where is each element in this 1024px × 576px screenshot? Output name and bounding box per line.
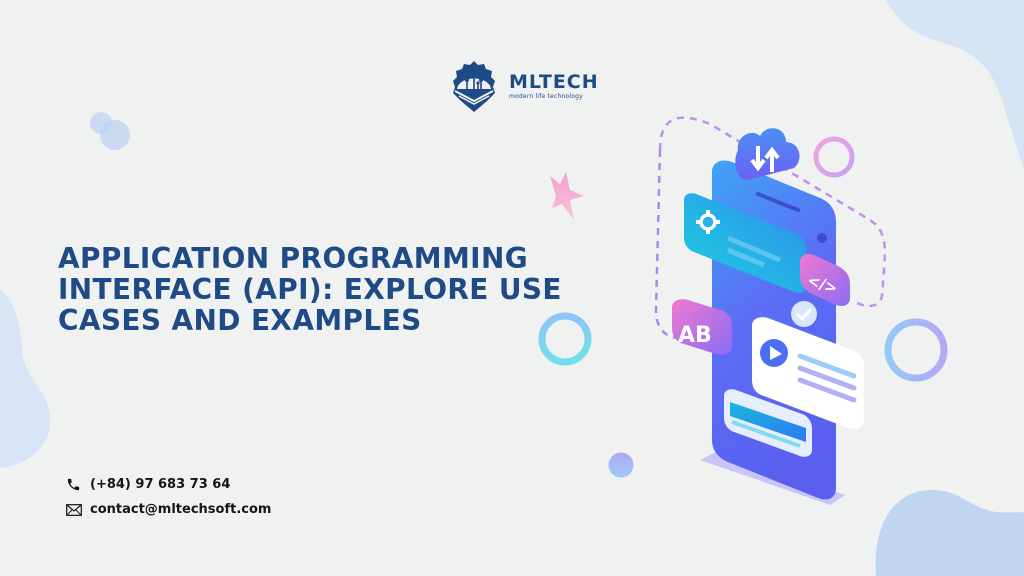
- email-address: contact@mltechsoft.com: [90, 502, 272, 517]
- logo-emblem-icon: [453, 61, 495, 112]
- title-line-1: APPLICATION PROGRAMMING: [58, 242, 529, 275]
- svg-text:AB: AB: [678, 323, 712, 348]
- dot-decoration: [608, 452, 634, 478]
- bubbles-decoration: [90, 112, 130, 150]
- top-right-blob: [886, 0, 1024, 170]
- left-blob: [0, 290, 50, 468]
- brand-logo[interactable]: MLTECH modern life technology: [445, 58, 605, 114]
- title-line-3: CASES AND EXAMPLES: [58, 304, 422, 337]
- brand-tagline: modern life technology: [509, 93, 583, 100]
- title-line-2: INTERFACE (API): EXPLORE USE: [58, 273, 562, 306]
- ring-lilac-decoration: [884, 318, 948, 382]
- mail-icon: [66, 503, 84, 516]
- star-decoration: [550, 172, 584, 220]
- brand-name: MLTECH: [509, 71, 599, 93]
- phone-number: (+84) 97 683 73 64: [90, 477, 231, 492]
- bottom-right-blob: [875, 490, 1024, 576]
- page-title: APPLICATION PROGRAMMING INTERFACE (API):…: [58, 243, 607, 336]
- api-phone-illustration: </> AB: [654, 116, 887, 505]
- email-contact[interactable]: contact@mltechsoft.com: [66, 502, 271, 517]
- ring-pink-decoration: [813, 136, 855, 178]
- ring-cyan-decoration: [538, 312, 592, 366]
- phone-icon: [66, 477, 84, 492]
- phone-contact[interactable]: (+84) 97 683 73 64: [66, 477, 230, 492]
